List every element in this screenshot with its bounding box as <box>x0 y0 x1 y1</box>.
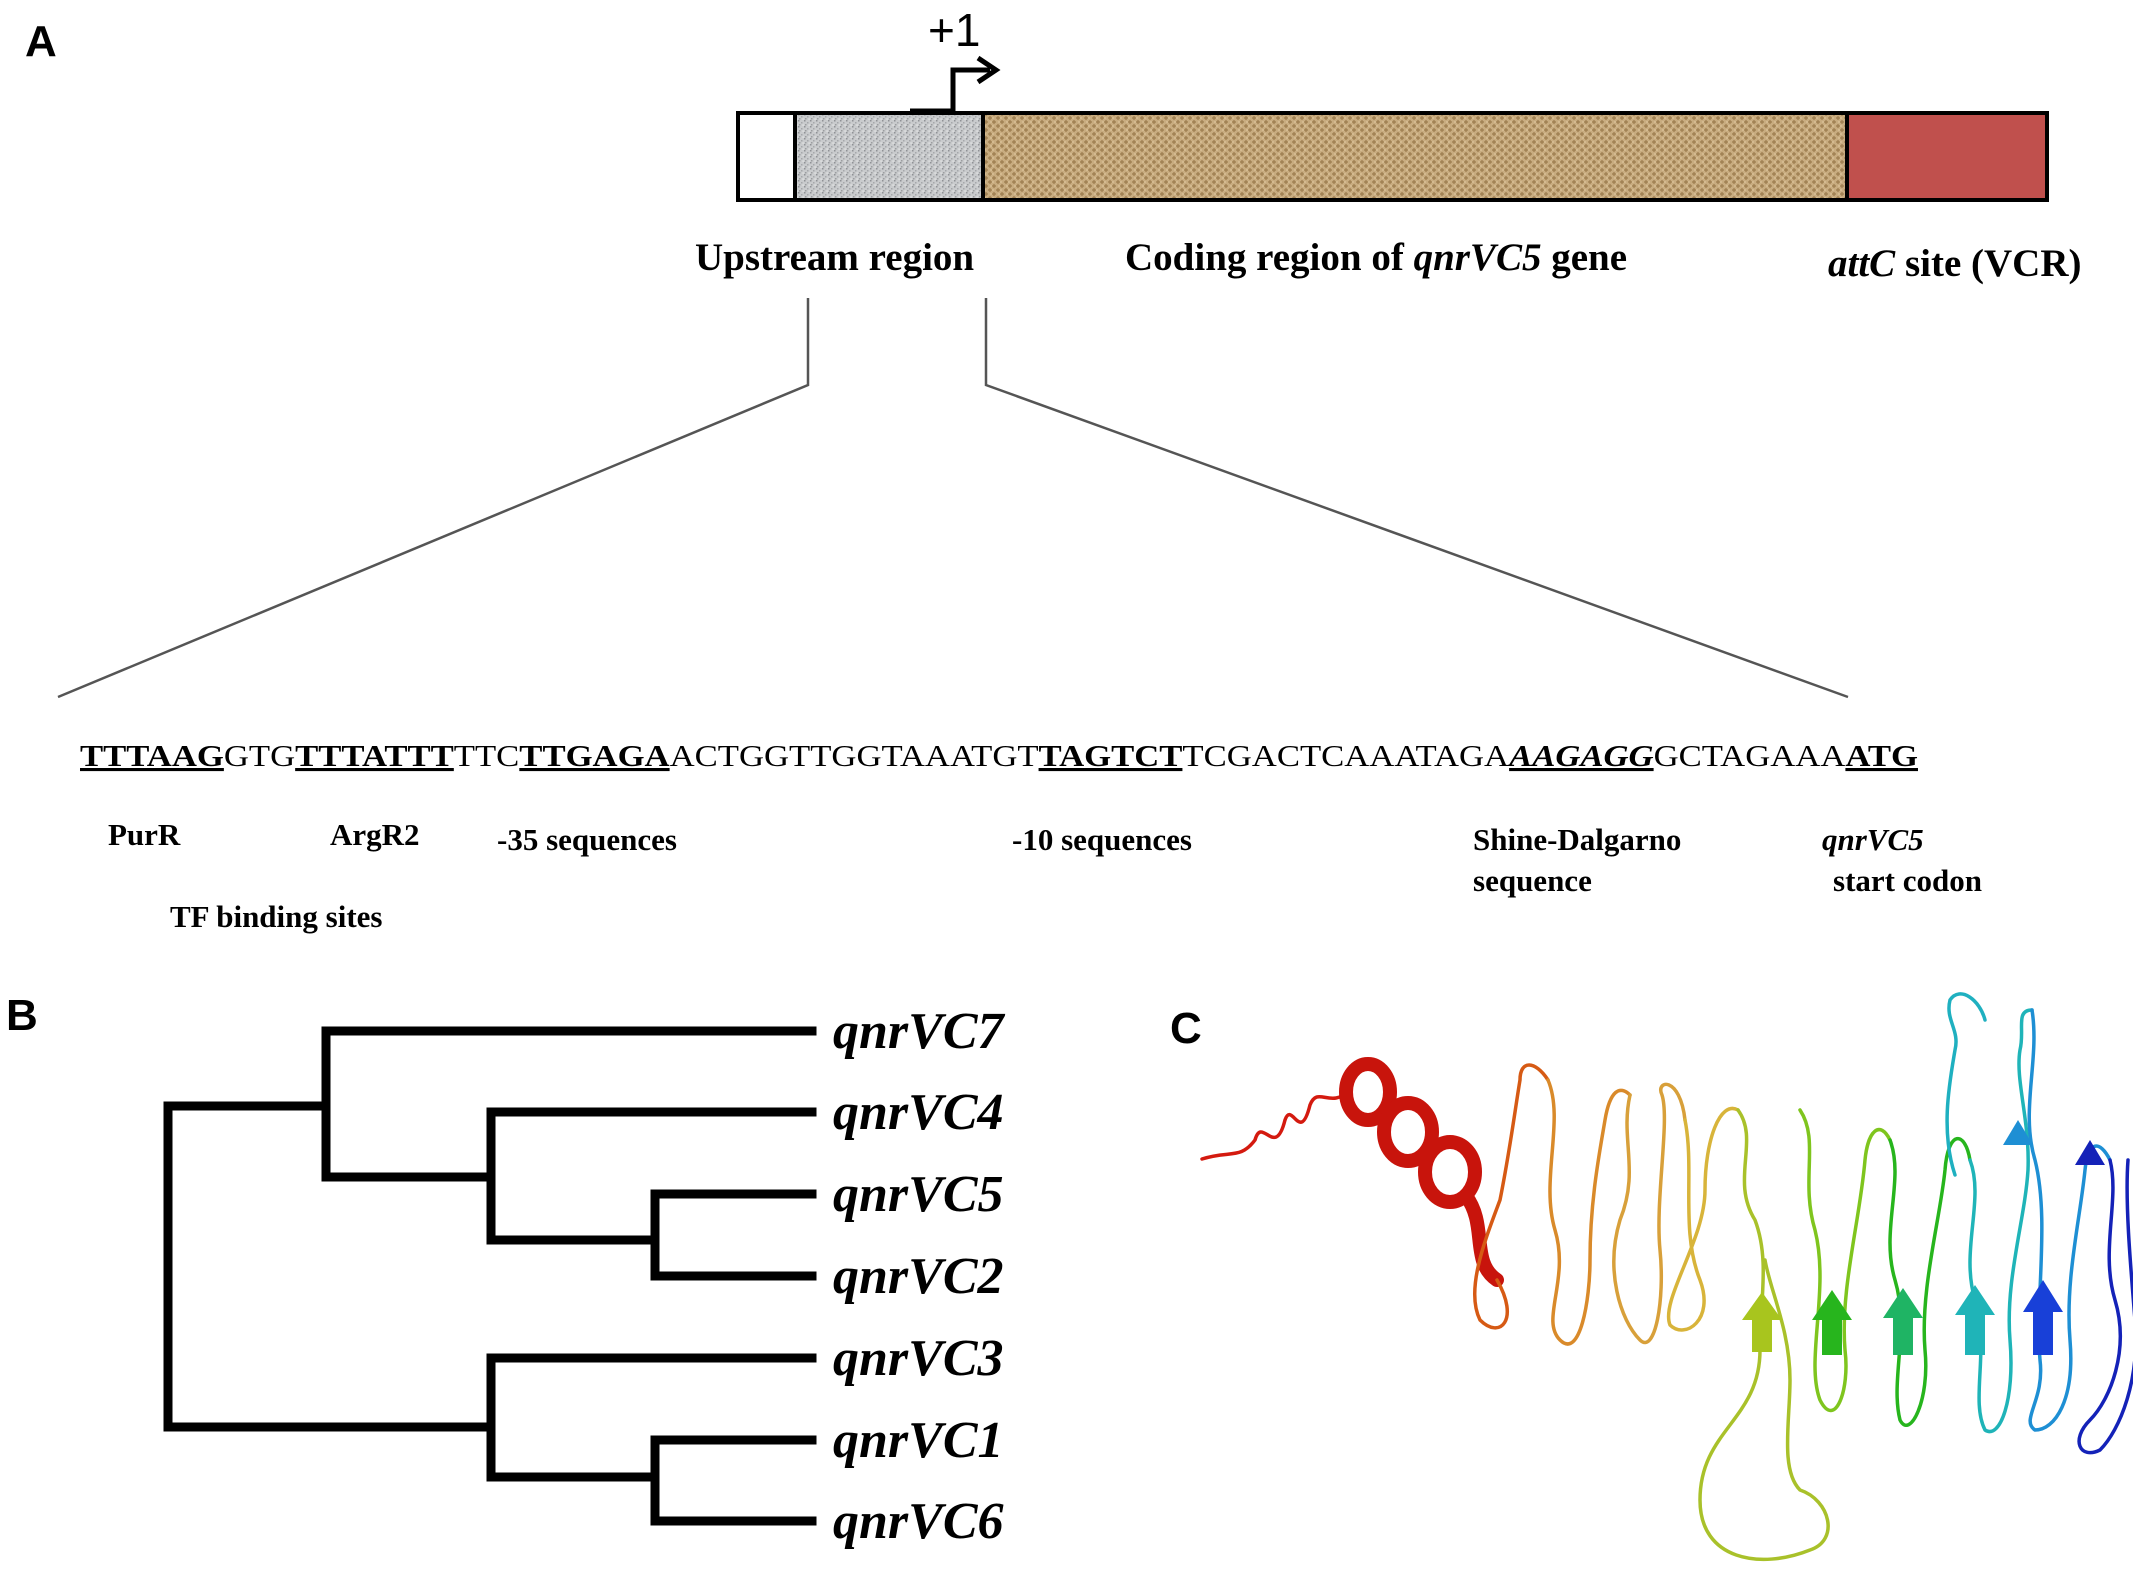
start-gene-label: qnrVC5 <box>1822 822 1924 857</box>
n-terminal-coil <box>1200 1088 1352 1161</box>
leaf-label-3: qnrVC5 <box>833 1166 1004 1223</box>
protein-structure <box>1200 992 2133 1562</box>
strand-orange-1 <box>1546 1078 1632 1346</box>
upstream-segment <box>793 111 985 202</box>
minus10-label: -10 sequences <box>1012 822 1192 857</box>
minus35-box: TTGAGA <box>519 738 670 773</box>
coding-segment <box>981 111 1849 202</box>
sd-label-line2: sequence <box>1473 863 1592 898</box>
argr2-label: ArgR2 <box>330 817 420 852</box>
minus10-box: TAGTCT <box>1039 738 1183 773</box>
leaf-label-1: qnrVC7 <box>833 1003 1006 1060</box>
start-codon-label: start codon <box>1833 863 1982 898</box>
strand-yellow <box>1666 1106 1740 1332</box>
gene-map <box>736 111 2049 202</box>
shine-dalgarno-site: AAGAGG <box>1507 738 1654 773</box>
coding-label: Coding region of qnrVC5 gene <box>1125 236 1627 279</box>
tf-binding-label: TF binding sites <box>170 899 382 934</box>
strand-orange-2 <box>1612 1082 1687 1345</box>
dendrogram <box>163 1026 817 1526</box>
strand-blue-2 <box>2077 1158 2133 1455</box>
start-codon: ATG <box>1845 738 1918 773</box>
leaf-label-4: qnrVC2 <box>833 1248 1004 1305</box>
tss-arrow <box>910 55 1001 114</box>
tss-label: +1 <box>928 4 980 56</box>
purr-site: TTTAAG <box>80 738 224 773</box>
leaf-label-5: qnrVC3 <box>833 1330 1004 1387</box>
leader-segment <box>736 111 797 202</box>
panel-label-b: B <box>6 991 38 1040</box>
leaf-label-6: qnrVC1 <box>833 1412 1004 1469</box>
long-loop-yellow-green <box>1698 1108 1830 1562</box>
purr-label: PurR <box>108 817 181 852</box>
upstream-label: Upstream region <box>695 236 974 279</box>
leaf-label-2: qnrVC4 <box>833 1084 1004 1141</box>
panel-label-c: C <box>1170 1004 1202 1053</box>
leaf-label-7: qnrVC6 <box>833 1493 1004 1550</box>
attc-label: attC site (VCR) <box>1828 242 2081 285</box>
coding-gene-name: qnrVC5 <box>1414 236 1542 279</box>
strand-green-2 <box>1888 1137 1972 1428</box>
minus35-label: -35 sequences <box>497 822 677 857</box>
sd-label-line1: Shine-Dalgarno <box>1473 822 1681 857</box>
loop-red-orange <box>1472 1063 1550 1330</box>
loop-cyan-top <box>1945 992 1987 1177</box>
panel-label-a: A <box>25 17 57 66</box>
helix <box>1339 1057 1504 1287</box>
strand-teal <box>1968 1008 2034 1434</box>
zoom-lines <box>57 298 1849 699</box>
strand-green-1 <box>1798 1108 1892 1413</box>
attc-segment <box>1845 111 2049 202</box>
argr2-site: TTTATTT <box>295 738 454 773</box>
strand-blue-1 <box>2027 1008 2112 1432</box>
beta-arrows <box>1742 1120 2105 1355</box>
